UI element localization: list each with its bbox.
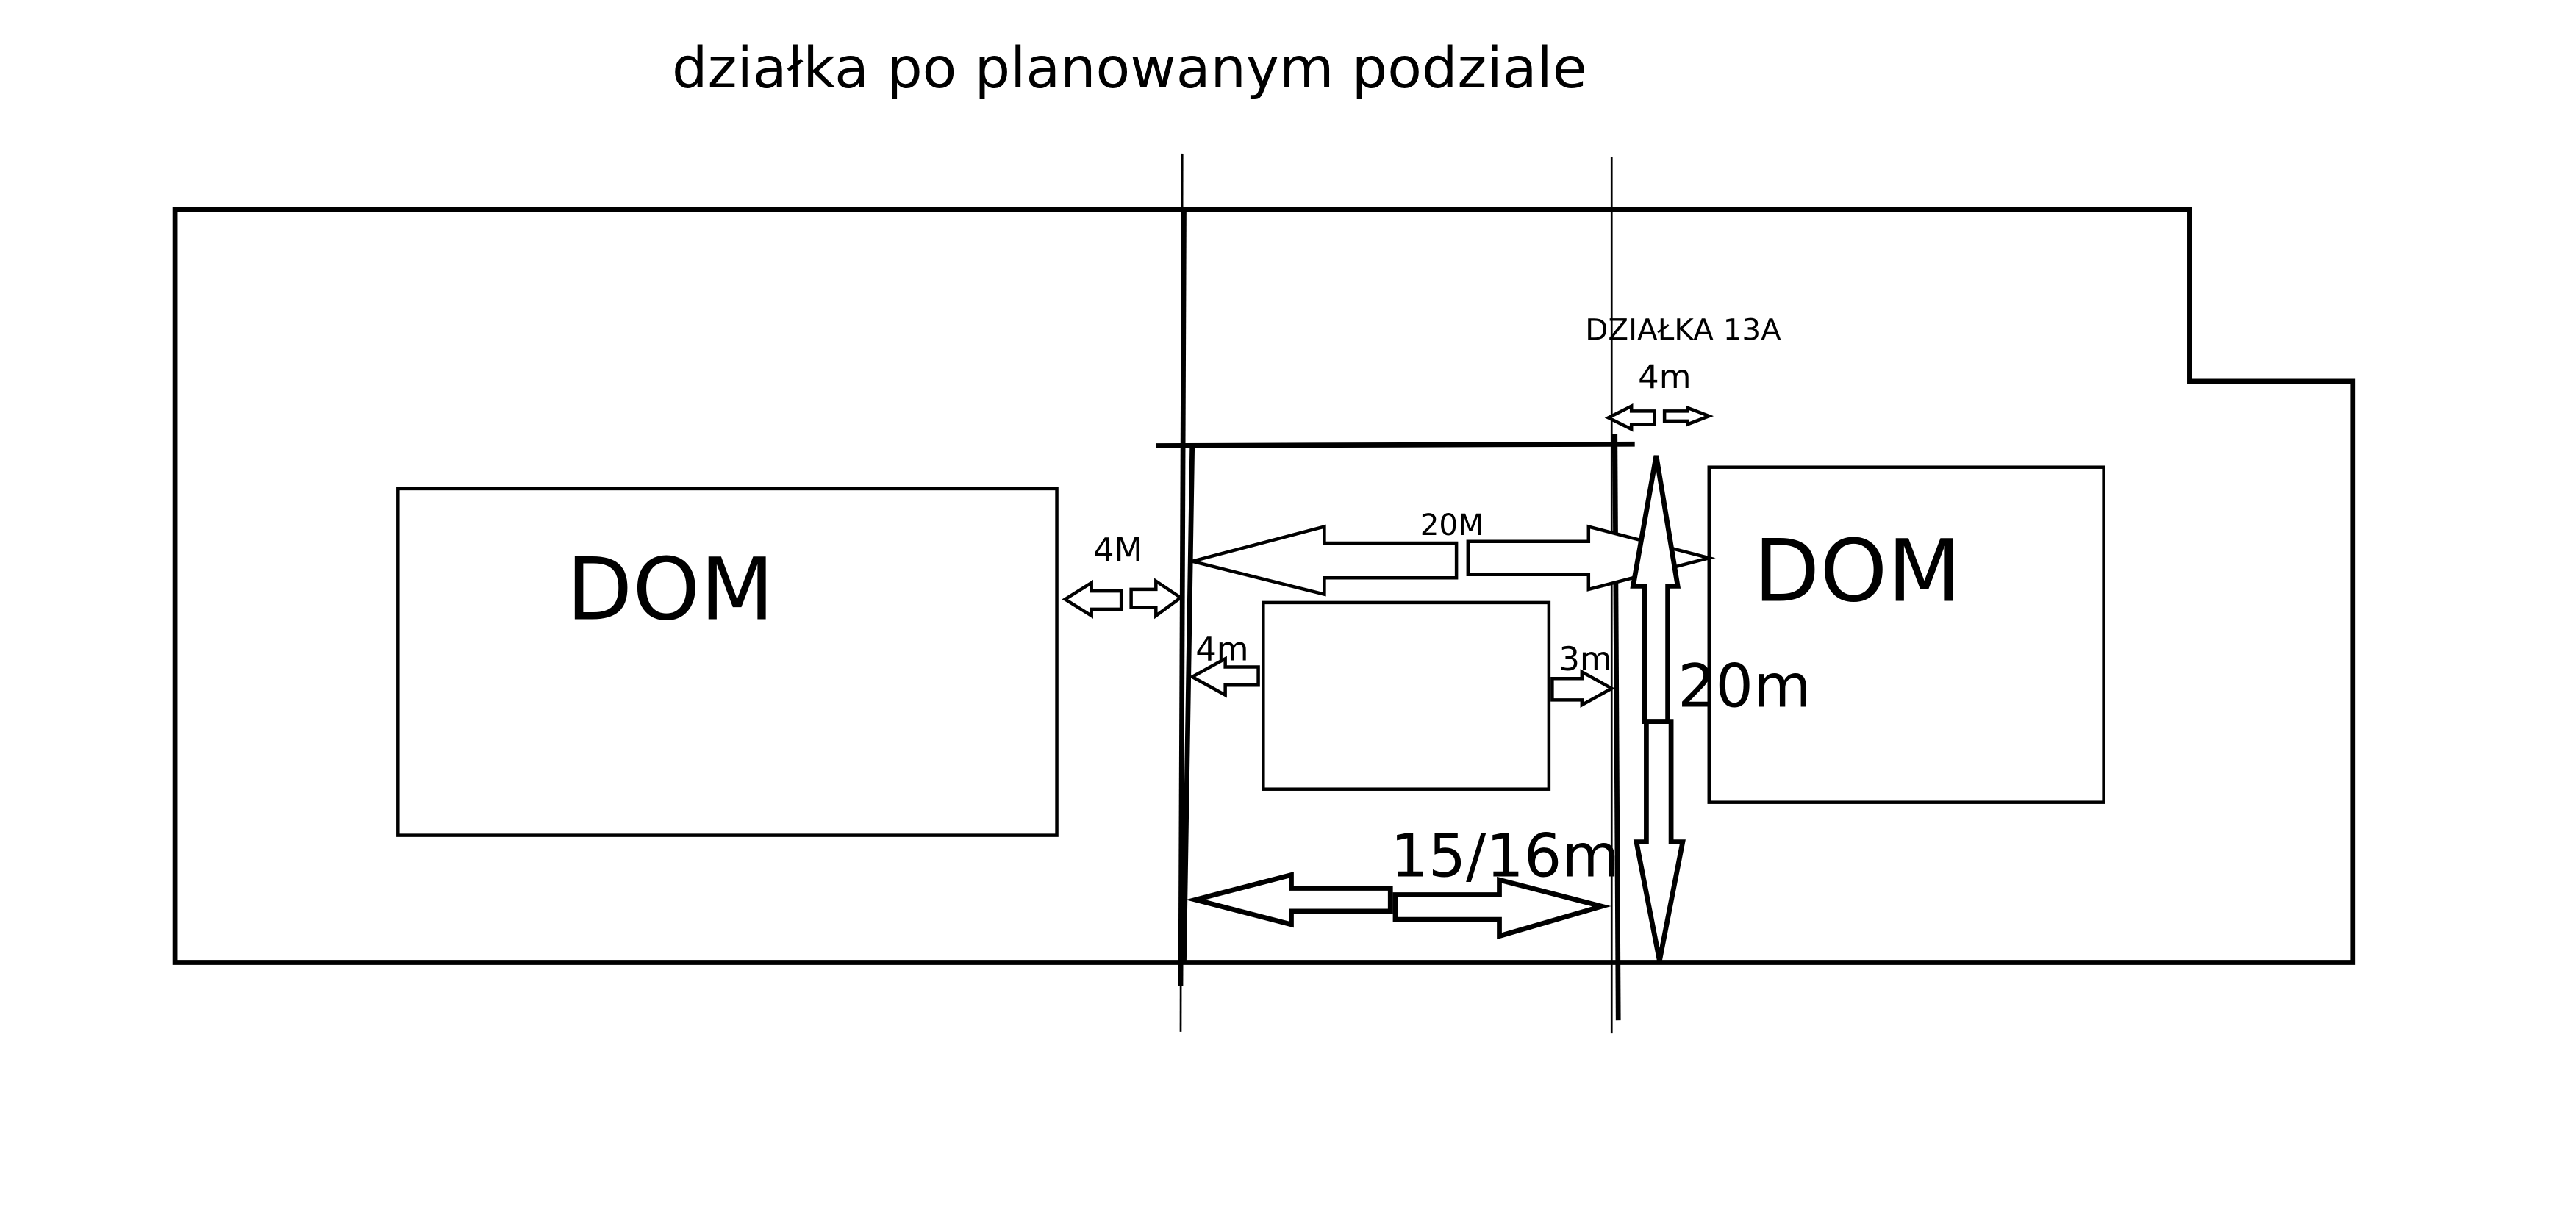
plot-left-edge — [1181, 445, 1195, 963]
arrow-left-icon — [1604, 403, 1656, 432]
house-left-label: DOM — [566, 539, 774, 639]
arrow-left-icon — [1185, 872, 1393, 928]
arrow-up-icon — [1630, 455, 1681, 724]
width-bottom-label: 15/16m — [1390, 822, 1620, 891]
inner-right-label: 3m — [1559, 639, 1611, 678]
top-gap-label: 4m — [1638, 357, 1691, 396]
planned-house — [1262, 600, 1551, 791]
arrow-left-icon — [1192, 524, 1459, 597]
plot-name-label: DZIAŁKA 13A — [1585, 312, 1781, 348]
division-line-right — [1612, 434, 1621, 1021]
arrow-left-icon — [1189, 656, 1260, 698]
house-right-label: DOM — [1753, 522, 1961, 622]
arrow-right-icon — [1662, 405, 1714, 427]
house-right — [1707, 465, 2105, 804]
inner-left-label: 4m — [1195, 630, 1248, 669]
arrow-down-icon — [1633, 719, 1686, 961]
depth-label: 20m — [1678, 652, 1811, 721]
arrow-right-icon — [1550, 669, 1615, 708]
left-gap-label: 4M — [1093, 531, 1142, 570]
house-left — [396, 487, 1059, 837]
arrow-right-icon — [1392, 876, 1611, 940]
plot-top-edge — [1156, 441, 1635, 448]
arrow-left-icon — [1062, 579, 1123, 619]
arrow-right-icon — [1129, 578, 1184, 620]
land-outline — [172, 207, 2356, 965]
diagram-title: działka po planowanym podziale — [672, 36, 1587, 101]
width-top-label: 20M — [1420, 507, 1484, 542]
